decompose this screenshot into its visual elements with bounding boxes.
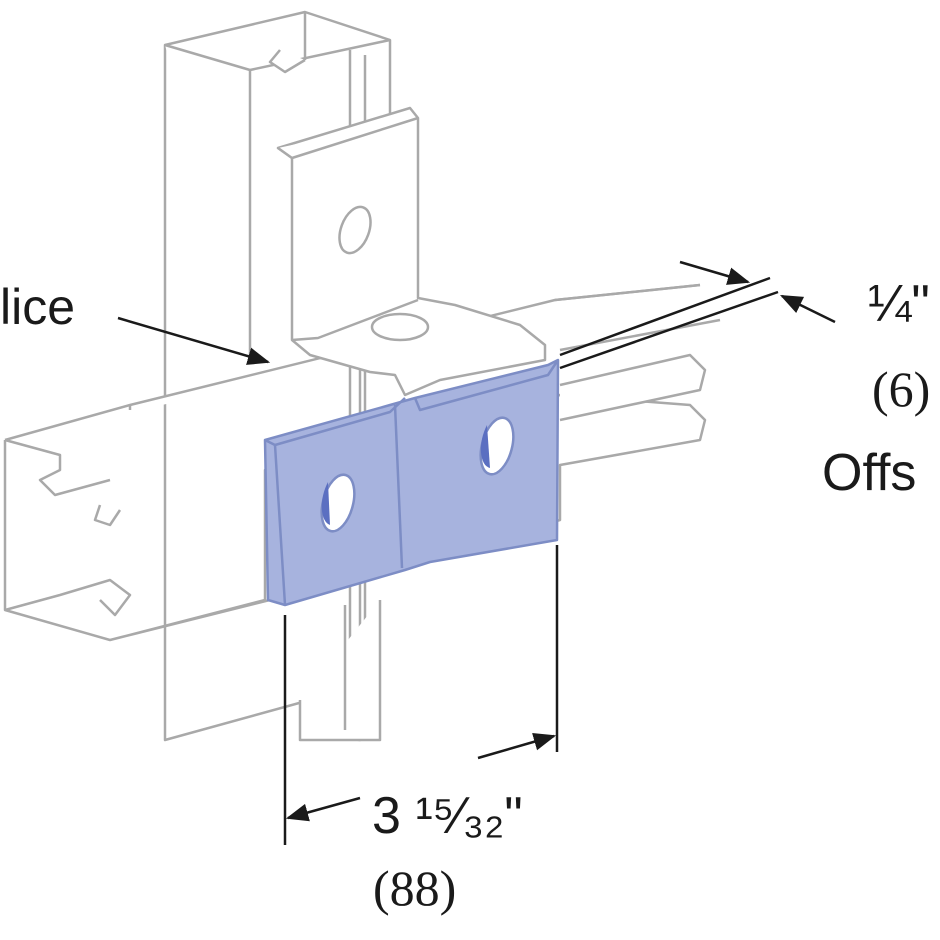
splice-label: lice — [0, 279, 76, 335]
offset-fraction-label: ¼" — [868, 275, 930, 333]
width-arrow-left — [285, 796, 361, 822]
offset-extension-line-1 — [559, 276, 771, 357]
angle-bracket — [276, 106, 547, 397]
width-metric-label: (88) — [373, 860, 457, 916]
offset-arrow-lower — [779, 294, 836, 324]
dimension-lines — [117, 260, 836, 845]
offset-metric-label: (6) — [872, 361, 931, 417]
offset-word-label: Offs — [822, 444, 917, 502]
splice-plate — [263, 358, 560, 607]
splice-leader-arrow — [117, 316, 271, 365]
width-fraction-label: 3 ¹⁵⁄₃₂" — [372, 787, 523, 845]
offset-extension-line-2 — [559, 290, 779, 370]
offset-arrow-upper — [679, 260, 751, 285]
width-arrow-right — [477, 732, 557, 760]
